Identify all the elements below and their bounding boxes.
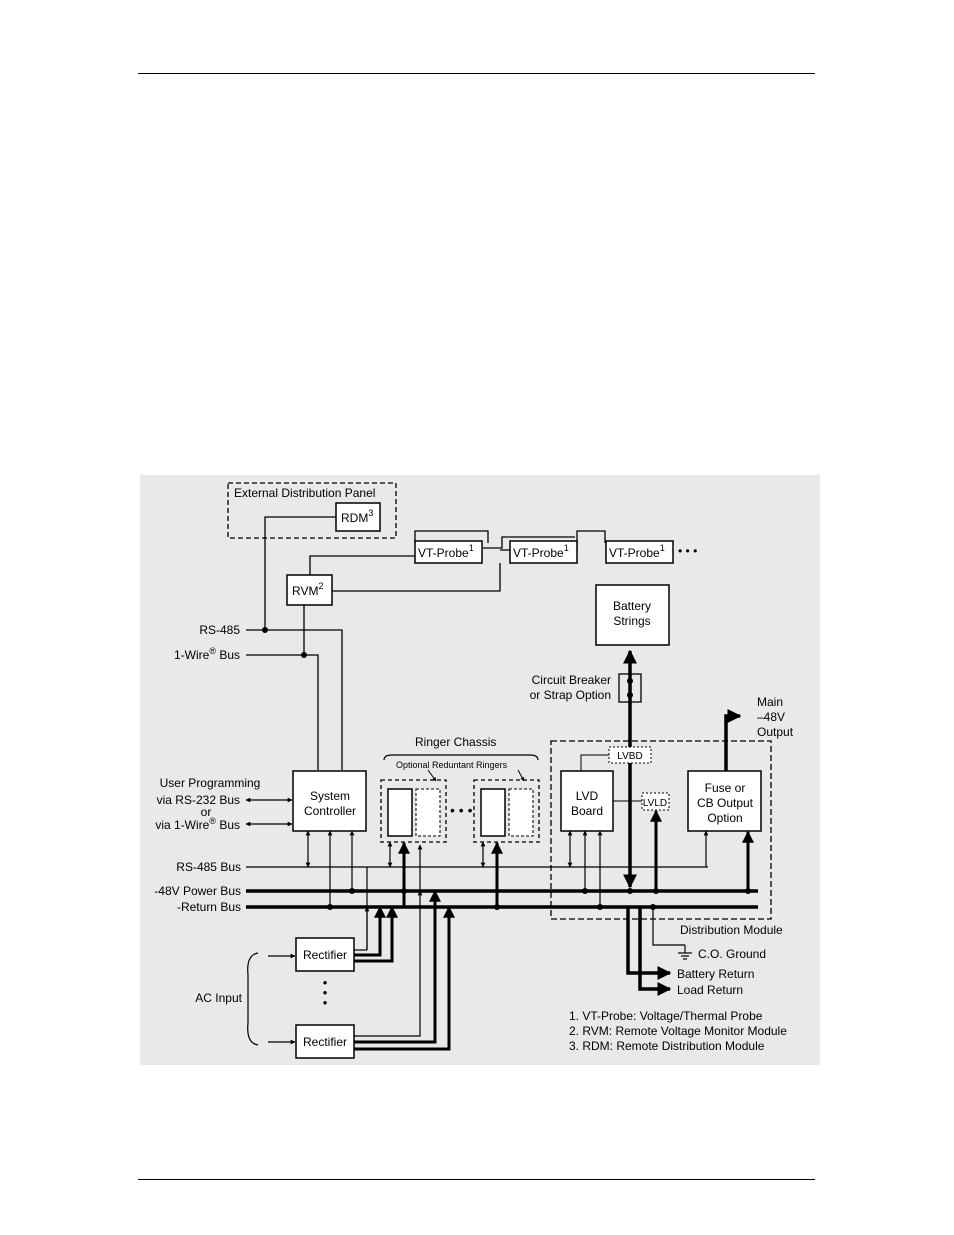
rectifier-1-box [295,937,355,972]
fuse-cb-box [687,770,762,832]
rectifier-ellipsis: • [323,975,328,990]
distribution-module-label: Distribution Module [680,923,783,937]
more-probes-ellipsis: • • • [678,544,697,558]
fuse-cb-line-1: Fuse or [705,781,746,795]
rectifier-1-label: Rectifier [303,948,347,962]
rvm-label: RVM2 [292,581,323,598]
vt-probe-1-label: VT-Probe1 [418,543,474,560]
rdm-box [335,502,381,532]
rectifier-2-label: Rectifier [303,1035,347,1049]
lvd-board-line-1: LVD [576,789,599,803]
battery-return-label: Battery Return [677,967,754,981]
ringer-ellipsis: • • • [450,802,473,818]
system-controller-box [292,770,367,832]
external-distribution-panel [227,482,397,539]
one-wire-bus-label: 1-Wire® Bus [174,646,240,662]
footer-rule [138,1179,815,1180]
via-rs232-label: via RS-232 Bus [157,793,240,807]
ringer-2 [480,788,506,837]
system-controller-line-2: Controller [304,804,356,818]
external-panel-label: External Distribution Panel [234,486,375,500]
ringer-1 [387,788,413,837]
circuit-breaker-line-1: Circuit Breaker [532,673,611,687]
distribution-module-box [550,740,772,920]
battery-strings-line-2: Strings [613,614,650,628]
power-system-block-diagram: External Distribution Panel RDM3 VT-Prob… [140,475,820,1065]
load-return-label: Load Return [677,983,743,997]
note-1: 1. VT-Probe: Voltage/Thermal Probe [569,1009,763,1023]
lvbd-label: LVBD [617,751,642,762]
rvm-box [286,574,333,606]
user-programming-label: User Programming [160,776,261,790]
rectifier-2-box [295,1024,355,1059]
circuit-breaker-box [618,673,642,703]
system-controller-line-1: System [310,789,350,803]
vt-probe-1-box [414,540,483,564]
header-rule [138,73,815,74]
vt-probe-2-label: VT-Probe1 [513,543,569,560]
vt-probe-3-label: VT-Probe1 [609,543,665,560]
main-output-line-2: –48V [757,710,785,724]
ringer-chassis-label: Ringer Chassis [415,735,496,749]
svg-text:•: • [323,995,328,1010]
vt-probe-3-box [605,540,674,564]
return-bus-label: -Return Bus [177,900,241,914]
fuse-cb-line-3: Option [707,811,742,825]
note-3: 3. RDM: Remote Distribution Module [569,1039,765,1053]
main-output-line-1: Main [757,695,783,709]
battery-strings-line-1: Battery [613,599,651,613]
battery-strings-box [595,584,670,646]
ringer-2-redundant [508,788,534,837]
rs485-bus-label: RS-485 Bus [176,860,241,874]
lvd-board-line-2: Board [571,804,603,818]
rs485-label: RS-485 [199,623,240,637]
svg-text:•: • [323,985,328,1000]
diagram-background [140,475,820,1065]
ringer-1-redundant [415,788,441,837]
rdm-label: RDM3 [341,508,373,525]
co-ground-label: C.O. Ground [698,947,766,961]
ac-input-label: AC Input [195,991,242,1005]
or-label: or [201,805,212,819]
via-1wire-label: via 1-Wire® Bus [155,816,240,832]
circuit-breaker-line-2: or Strap Option [530,688,611,702]
main-output-line-3: Output [757,725,794,739]
lvld-label: LVLD [643,798,667,809]
power-bus-label: -48V Power Bus [154,884,241,898]
optional-ringers-label: Optional Reduntant Ringers [396,760,508,770]
note-2: 2. RVM: Remote Voltage Monitor Module [569,1024,787,1038]
fuse-cb-line-2: CB Output [697,796,754,810]
vt-probe-2-box [509,540,578,564]
